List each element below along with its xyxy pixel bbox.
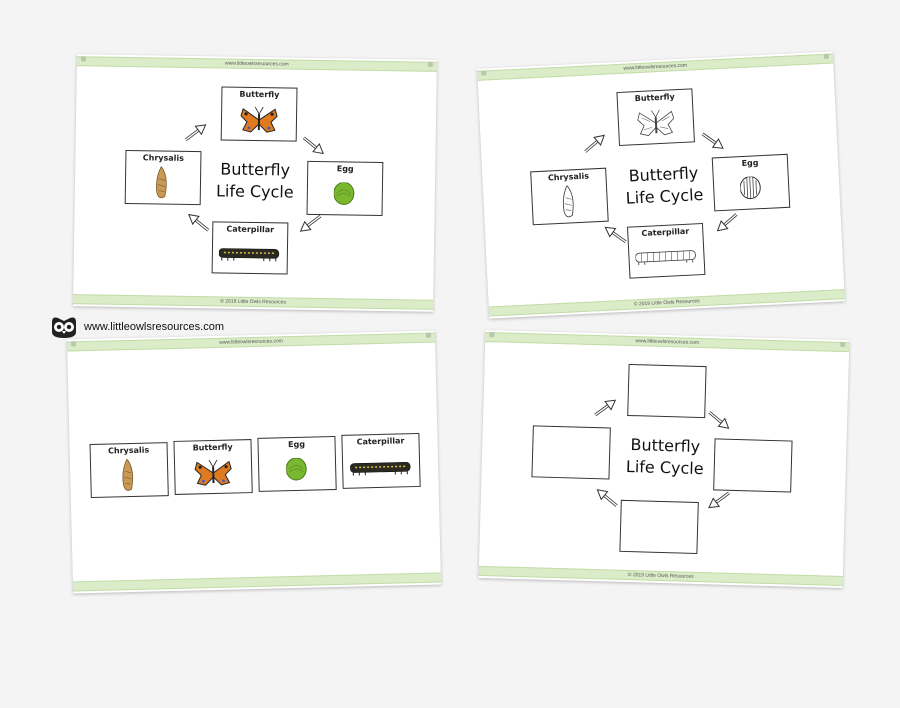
card-egg: Egg bbox=[306, 160, 384, 217]
blank-card-left bbox=[531, 425, 611, 480]
card-butterfly: Butterfly bbox=[220, 86, 298, 142]
card-label: Chrysalis bbox=[547, 171, 590, 183]
arrow-icon bbox=[712, 209, 742, 236]
card-label: Egg bbox=[288, 439, 306, 450]
pin-icon bbox=[823, 53, 830, 59]
caterpillar-color-icon bbox=[218, 247, 280, 263]
card-butterfly: Butterfly bbox=[616, 88, 695, 147]
title-line: Life Cycle bbox=[625, 456, 704, 479]
arrow-icon bbox=[600, 221, 631, 248]
brand-logo-row: www.littleowlsresources.com bbox=[50, 316, 224, 338]
card-label: Chrysalis bbox=[108, 445, 150, 456]
chrysalis-color-icon bbox=[155, 166, 167, 199]
egg-outline-icon bbox=[739, 176, 762, 200]
card-label: Chrysalis bbox=[142, 153, 185, 163]
worksheet-outline-cycle: www.littleowlsresources.com © 2019 Littl… bbox=[477, 51, 845, 319]
butterfly-color-icon bbox=[240, 106, 278, 133]
card-label: Butterfly bbox=[192, 442, 233, 453]
sheet-header-url: www.littleowlsresources.com bbox=[623, 62, 688, 72]
pin-icon bbox=[489, 332, 495, 338]
sheet-footer-band bbox=[72, 572, 441, 592]
card-label: Caterpillar bbox=[641, 226, 690, 239]
egg-color-icon bbox=[333, 182, 355, 206]
sheet-header-url: www.littleowlsresources.com bbox=[635, 338, 700, 346]
arrow-icon bbox=[592, 484, 622, 512]
pin-icon bbox=[425, 332, 432, 338]
butterfly-outline-icon bbox=[636, 108, 676, 137]
card-label: Egg bbox=[741, 158, 759, 169]
card-caterpillar: Caterpillar bbox=[626, 222, 706, 279]
arrow-icon bbox=[184, 209, 213, 236]
card-label: Caterpillar bbox=[356, 436, 405, 447]
worksheet-blank-cycle: www.littleowlsresources.com © 2019 Littl… bbox=[478, 329, 850, 589]
card-label: Egg bbox=[336, 164, 354, 174]
chrysalis-outline-icon bbox=[562, 185, 575, 218]
arrow-icon bbox=[590, 394, 620, 421]
brand-url: www.littleowlsresources.com bbox=[84, 321, 224, 333]
card-label: Caterpillar bbox=[226, 224, 275, 235]
caterpillar-outline-icon bbox=[635, 250, 697, 266]
pin-icon bbox=[840, 341, 846, 348]
card-caterpillar: Caterpillar bbox=[211, 221, 289, 275]
egg-color-icon bbox=[285, 457, 307, 481]
card-caterpillar: Caterpillar bbox=[341, 432, 421, 489]
sheet-header-band: www.littleowlsresources.com bbox=[477, 53, 834, 81]
sheet-footer-text: © 2019 Little Owls Resources bbox=[220, 298, 287, 306]
card-chrysalis: Chrysalis bbox=[124, 149, 202, 206]
arrow-icon bbox=[698, 128, 728, 154]
blank-card-top bbox=[627, 363, 707, 419]
cycle-title: Butterfly Life Cycle bbox=[200, 158, 311, 204]
sheet-header-band: www.littleowlsresources.com bbox=[485, 331, 850, 353]
owl-logo-icon bbox=[52, 317, 76, 338]
arrow-icon bbox=[580, 130, 609, 157]
card-egg: Egg bbox=[711, 153, 791, 212]
caterpillar-color-icon bbox=[350, 461, 412, 477]
sheet-footer-text: © 2019 Little Owls Resources bbox=[633, 298, 700, 308]
arrow-icon bbox=[704, 406, 734, 434]
sheet-footer-band: © 2019 Little Owls Resources bbox=[73, 294, 434, 310]
title-line: Butterfly bbox=[220, 159, 291, 180]
arrow-icon bbox=[296, 210, 326, 237]
worksheet-sequence-cards: www.littleowlsresources.com Chrysalis Bu… bbox=[66, 330, 442, 594]
sheet-footer-text: © 2019 Little Owls Resources bbox=[627, 572, 694, 580]
pin-icon bbox=[80, 56, 86, 62]
card-chrysalis: Chrysalis bbox=[530, 167, 609, 226]
arrow-icon bbox=[181, 119, 211, 146]
sheet-header-url: www.littleowlsresources.com bbox=[219, 338, 283, 346]
title-line: Life Cycle bbox=[625, 184, 704, 208]
blank-card-right bbox=[713, 438, 793, 493]
sheet-footer-band: © 2019 Little Owls Resources bbox=[478, 565, 843, 587]
cycle-title: Butterfly Life Cycle bbox=[609, 434, 720, 481]
worksheet-color-cycle: www.littleowlsresources.com © 2019 Littl… bbox=[73, 54, 437, 312]
pin-icon bbox=[427, 61, 433, 67]
card-label: Butterfly bbox=[239, 89, 280, 100]
arrow-icon bbox=[299, 132, 328, 159]
sheet-header-band: www.littleowlsresources.com bbox=[76, 56, 437, 72]
cycle-title: Butterfly Life Cycle bbox=[608, 161, 720, 210]
sheet-footer-band: © 2019 Little Owls Resources bbox=[488, 289, 845, 317]
card-chrysalis: Chrysalis bbox=[89, 442, 169, 498]
pin-icon bbox=[70, 341, 77, 347]
arrow-icon bbox=[704, 487, 734, 514]
title-line: Butterfly bbox=[630, 435, 701, 457]
card-egg: Egg bbox=[257, 436, 337, 492]
title-line: Life Cycle bbox=[215, 181, 294, 202]
sheet-header-url: www.littleowlsresources.com bbox=[224, 60, 289, 68]
blank-card-bottom bbox=[619, 499, 699, 554]
card-butterfly: Butterfly bbox=[173, 439, 253, 495]
butterfly-color-icon bbox=[194, 459, 233, 486]
card-label: Butterfly bbox=[634, 92, 675, 104]
chrysalis-color-icon bbox=[121, 458, 134, 491]
pin-icon bbox=[481, 70, 487, 76]
